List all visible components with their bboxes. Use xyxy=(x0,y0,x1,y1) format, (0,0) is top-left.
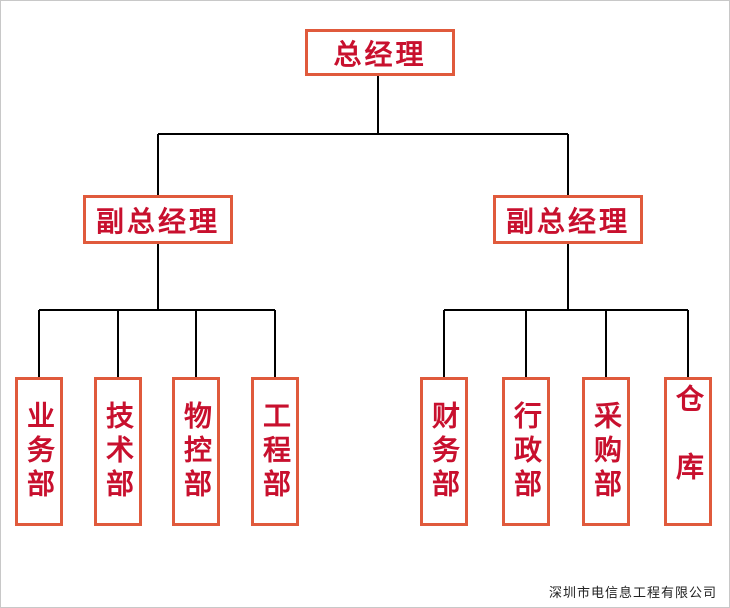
dept-box-left-3: 物控部 xyxy=(172,377,220,526)
dept-box-left-2: 技术部 xyxy=(94,377,142,526)
deputy-right-box: 副总经理 xyxy=(493,195,643,244)
dept-box-right-2: 行政部 xyxy=(502,377,550,526)
company-footer: 深圳市电信息工程有限公司 xyxy=(548,586,717,601)
deputy-left-box: 副总经理 xyxy=(83,195,233,244)
dept-box-right-4: 仓库 xyxy=(664,377,712,526)
dept-box-left-1: 业务部 xyxy=(15,377,63,526)
dept-box-right-1: 财务部 xyxy=(420,377,468,526)
ceo-box: 总经理 xyxy=(305,29,455,76)
dept-box-left-4: 工程部 xyxy=(251,377,299,526)
dept-box-right-3: 采购部 xyxy=(582,377,630,526)
